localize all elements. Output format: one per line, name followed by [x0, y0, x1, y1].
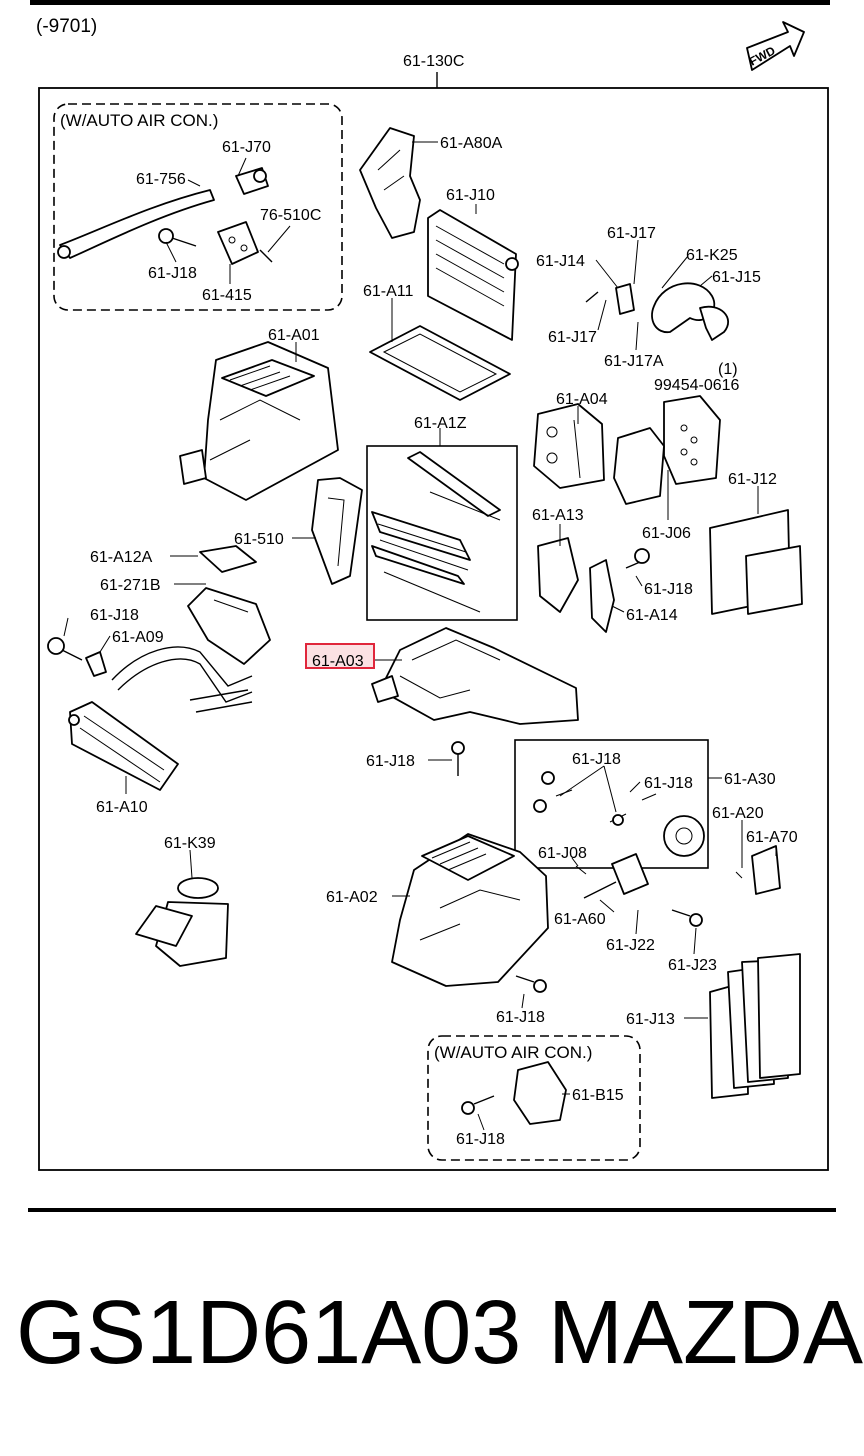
part-label: 61-756	[136, 171, 186, 188]
part-label: 61-A10	[96, 799, 148, 816]
part-label: 61-J13	[626, 1011, 675, 1028]
part-label: 61-J18	[644, 775, 693, 792]
auto-aircon-group-bottom	[427, 1035, 641, 1161]
part-label: 61-J17	[548, 329, 597, 346]
range-label: (-9701)	[36, 16, 97, 37]
part-label: 61-A01	[268, 327, 320, 344]
screw-drawing-4	[451, 741, 465, 776]
filter-j12-drawing	[709, 509, 803, 615]
bottom-rule	[28, 1208, 836, 1212]
part-label: 61-271B	[100, 577, 161, 594]
hose-drawing	[57, 189, 215, 259]
actuator-a04-drawing	[533, 403, 605, 489]
part-label: (1)	[718, 361, 738, 378]
part-label: 61-J06	[642, 525, 691, 542]
part-label: 61-J18	[456, 1131, 505, 1148]
part-label: 61-J12	[728, 471, 777, 488]
part-label: 61-J14	[536, 253, 585, 270]
part-label: 76-510C	[260, 207, 321, 224]
part-label: 61-J10	[446, 187, 495, 204]
aspirator-k39-drawing	[135, 877, 229, 967]
servo-a60-drawing	[575, 853, 649, 899]
heater-core-drawing	[68, 701, 179, 791]
part-label: 61-A11	[363, 283, 414, 300]
filter-cover-drawing	[613, 395, 721, 505]
screw-drawing-2	[625, 548, 650, 569]
part-label: 61-A13	[532, 507, 584, 524]
highlight-box	[305, 643, 375, 669]
part-label: 61-J18	[496, 1009, 545, 1026]
part-label: 61-A03	[312, 653, 364, 670]
part-label: 61-A12A	[90, 549, 153, 566]
clip-a09-drawing	[85, 651, 107, 677]
part-label: 61-A30	[724, 771, 776, 788]
part-label: 61-A09	[112, 629, 164, 646]
blower-case-a02-drawing	[391, 833, 549, 987]
auto-aircon-label-bottom: (W/AUTO AIR CON.)	[434, 1043, 592, 1062]
lever-a13-drawing	[537, 537, 579, 613]
part-label: 61-J18	[572, 751, 621, 768]
auto-aircon-group-top	[53, 103, 343, 311]
diagram-frame	[38, 87, 829, 1171]
lever-a14-drawing	[589, 559, 615, 633]
part-label: 61-J70	[222, 139, 271, 156]
heater-case-upper-drawing	[179, 341, 339, 501]
part-label: 61-J15	[712, 269, 761, 286]
part-label: 61-J18	[366, 753, 415, 770]
part-labels: 61-J70 61-756 76-510C 61-J18 61-415 61-A…	[90, 135, 798, 1148]
part-label: 61-J18	[644, 581, 693, 598]
part-label: 61-J17	[607, 225, 656, 242]
linkage-kit-drawing	[533, 771, 705, 857]
footer-brand: MAZDA	[548, 1283, 863, 1383]
part-label: 61-J18	[90, 607, 139, 624]
part-label: 99454-0616	[654, 377, 740, 394]
part-label: 61-A20	[712, 805, 764, 822]
seal-frame-drawing	[369, 325, 511, 401]
part-label: 61-J08	[538, 845, 587, 862]
assembly-label: 61-130C	[403, 53, 464, 70]
clip-510-drawing	[311, 477, 363, 585]
bracket-271b-drawing	[187, 587, 271, 665]
part-label: 61-J17A	[604, 353, 664, 370]
sensor-a70-drawing	[735, 845, 781, 895]
part-label: 61-A02	[326, 889, 378, 906]
heater-pipes-drawing	[111, 646, 253, 713]
expansion-valve-drawing	[585, 282, 730, 341]
screw-drawing-3	[47, 637, 83, 661]
part-label: 61-J23	[668, 957, 717, 974]
seal-a12a-drawing	[199, 545, 257, 573]
part-label: 61-A70	[746, 829, 798, 846]
screw-drawing-1	[158, 228, 197, 247]
part-label: 61-510	[234, 531, 284, 548]
part-label: 61-B15	[572, 1087, 624, 1104]
resistor-b15-drawing	[461, 1061, 567, 1125]
auto-aircon-label-top: (W/AUTO AIR CON.)	[60, 111, 218, 130]
screw-drawing-5	[671, 909, 703, 927]
leader-lines	[63, 141, 777, 1131]
screw-drawing-6	[515, 975, 547, 993]
actuator-small-drawing	[217, 221, 273, 265]
part-label: 61-A80A	[440, 135, 503, 152]
sensor-connector-drawing	[235, 167, 269, 195]
top-rule	[30, 0, 830, 5]
filter-j13-drawing	[709, 953, 801, 1099]
part-label: 61-A14	[626, 607, 678, 624]
part-label: 61-A04	[556, 391, 608, 408]
duct-a80a-drawing	[359, 127, 421, 239]
door-kit-drawing	[371, 451, 501, 613]
part-label: 61-K39	[164, 835, 216, 852]
fwd-arrow-icon: FWD	[746, 21, 805, 71]
part-label: 61-A1Z	[414, 415, 467, 432]
footer-part-number: GS1D61A03	[16, 1283, 522, 1383]
part-label: 61-J18	[148, 265, 197, 282]
part-label: 61-J22	[606, 937, 655, 954]
part-label: 61-415	[202, 287, 252, 304]
lower-case-a03-drawing	[371, 627, 579, 725]
evaporator-drawing	[427, 209, 519, 341]
part-label: 61-A60	[554, 911, 606, 928]
part-label: 61-K25	[686, 247, 738, 264]
